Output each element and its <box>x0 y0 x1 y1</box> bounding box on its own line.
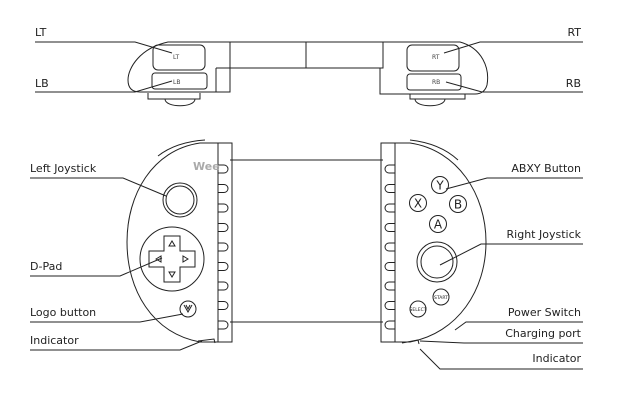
lt-mark: LT <box>173 54 180 61</box>
rail-ridge <box>218 203 229 213</box>
right-shoulder-body <box>379 41 489 95</box>
left-joystick-leader <box>30 177 167 197</box>
svg-text:Y: Y <box>435 179 444 193</box>
logo-button-label: Logo button <box>30 306 96 319</box>
rail-ridge <box>384 242 395 252</box>
svg-text:START: START <box>434 295 448 301</box>
rail-ridge <box>218 262 229 271</box>
lt-leader <box>35 41 173 54</box>
wee-logo: Wee <box>193 160 220 173</box>
power-switch-leader <box>454 321 583 331</box>
left-indicator-label: Indicator <box>30 334 79 347</box>
rail-ridge <box>218 164 229 174</box>
rail-ridge <box>384 281 395 291</box>
rail-ridge <box>384 164 395 174</box>
left-bottom-bumps <box>147 93 201 107</box>
rail-ridge <box>384 262 395 271</box>
right-joystick <box>416 241 458 283</box>
rail-ridge <box>384 320 395 330</box>
lt-label: LT <box>35 26 47 39</box>
dpad-arrows-icon <box>155 240 189 278</box>
rt-label: RT <box>567 26 581 39</box>
rail-ridge <box>384 184 395 193</box>
logo-button <box>179 300 197 318</box>
rail-ridge <box>384 203 395 213</box>
right-joystick-label: Right Joystick <box>507 228 582 241</box>
svg-text:SELECT: SELECT <box>410 307 427 313</box>
front-view: Wee Y X B A SELECT START <box>30 139 583 370</box>
b-button: B <box>449 195 467 213</box>
right-top-edge <box>409 139 459 161</box>
left-joystick-label: Left Joystick <box>30 162 97 175</box>
a-button: A <box>429 215 447 233</box>
right-indicator-label: Indicator <box>532 352 581 365</box>
logo-button-leader <box>30 313 184 323</box>
right-indicator-leader <box>419 348 583 370</box>
rail-ridge <box>218 184 229 193</box>
rail-ridge <box>218 242 229 252</box>
right-indicator <box>401 339 420 345</box>
rt-leader <box>443 41 583 54</box>
y-button: Y <box>431 176 449 194</box>
power-switch-label: Power Switch <box>508 306 581 319</box>
right-rail-ridges <box>384 164 395 330</box>
left-shoulder-body <box>127 41 231 93</box>
lb-button <box>151 72 208 90</box>
rt-button <box>406 44 460 72</box>
select-button: SELECT <box>409 300 427 318</box>
top-view: LT LB RT RB LT LB RT RB <box>35 26 583 107</box>
left-indicator-leader <box>30 340 203 351</box>
rail-ridge <box>218 320 229 330</box>
rail-ridge <box>384 223 395 232</box>
lb-label: LB <box>35 77 49 90</box>
dpad-leader <box>30 257 163 277</box>
right-joystick-leader <box>439 243 583 266</box>
charging-port-label: Charging port <box>505 327 581 340</box>
abxy-leader <box>445 177 583 190</box>
rt-mark: RT <box>432 54 440 61</box>
left-controller-body <box>126 142 233 343</box>
lb-mark: LB <box>173 79 180 86</box>
rb-mark: RB <box>432 79 440 86</box>
rb-label: RB <box>566 77 581 90</box>
left-top-edge <box>157 139 206 157</box>
lb-leader <box>35 80 173 93</box>
rail-ridge <box>218 281 229 291</box>
left-joystick <box>162 182 198 218</box>
abxy-label: ABXY Button <box>511 162 581 175</box>
dpad-label: D-Pad <box>30 260 62 273</box>
bridge-front <box>230 159 383 323</box>
lt-button <box>152 44 206 71</box>
charging-port-leader <box>419 340 583 344</box>
logo-y-icon <box>183 304 193 314</box>
svg-text:A: A <box>434 218 443 232</box>
rb-leader <box>445 81 583 93</box>
right-controller-body <box>380 142 487 343</box>
right-bottom-bumps <box>409 94 466 107</box>
svg-text:B: B <box>454 198 462 212</box>
x-button: X <box>409 194 427 212</box>
rail-ridge <box>218 301 229 310</box>
rail-ridge <box>384 301 395 310</box>
rail-ridge <box>218 223 229 232</box>
bridge-top <box>230 41 383 69</box>
left-rail-ridges <box>218 164 229 330</box>
rb-button <box>406 73 462 91</box>
svg-text:X: X <box>414 197 422 211</box>
left-shoulder-clip <box>215 67 230 92</box>
start-button: START <box>432 288 450 306</box>
dpad <box>139 226 205 292</box>
left-indicator <box>197 338 216 344</box>
